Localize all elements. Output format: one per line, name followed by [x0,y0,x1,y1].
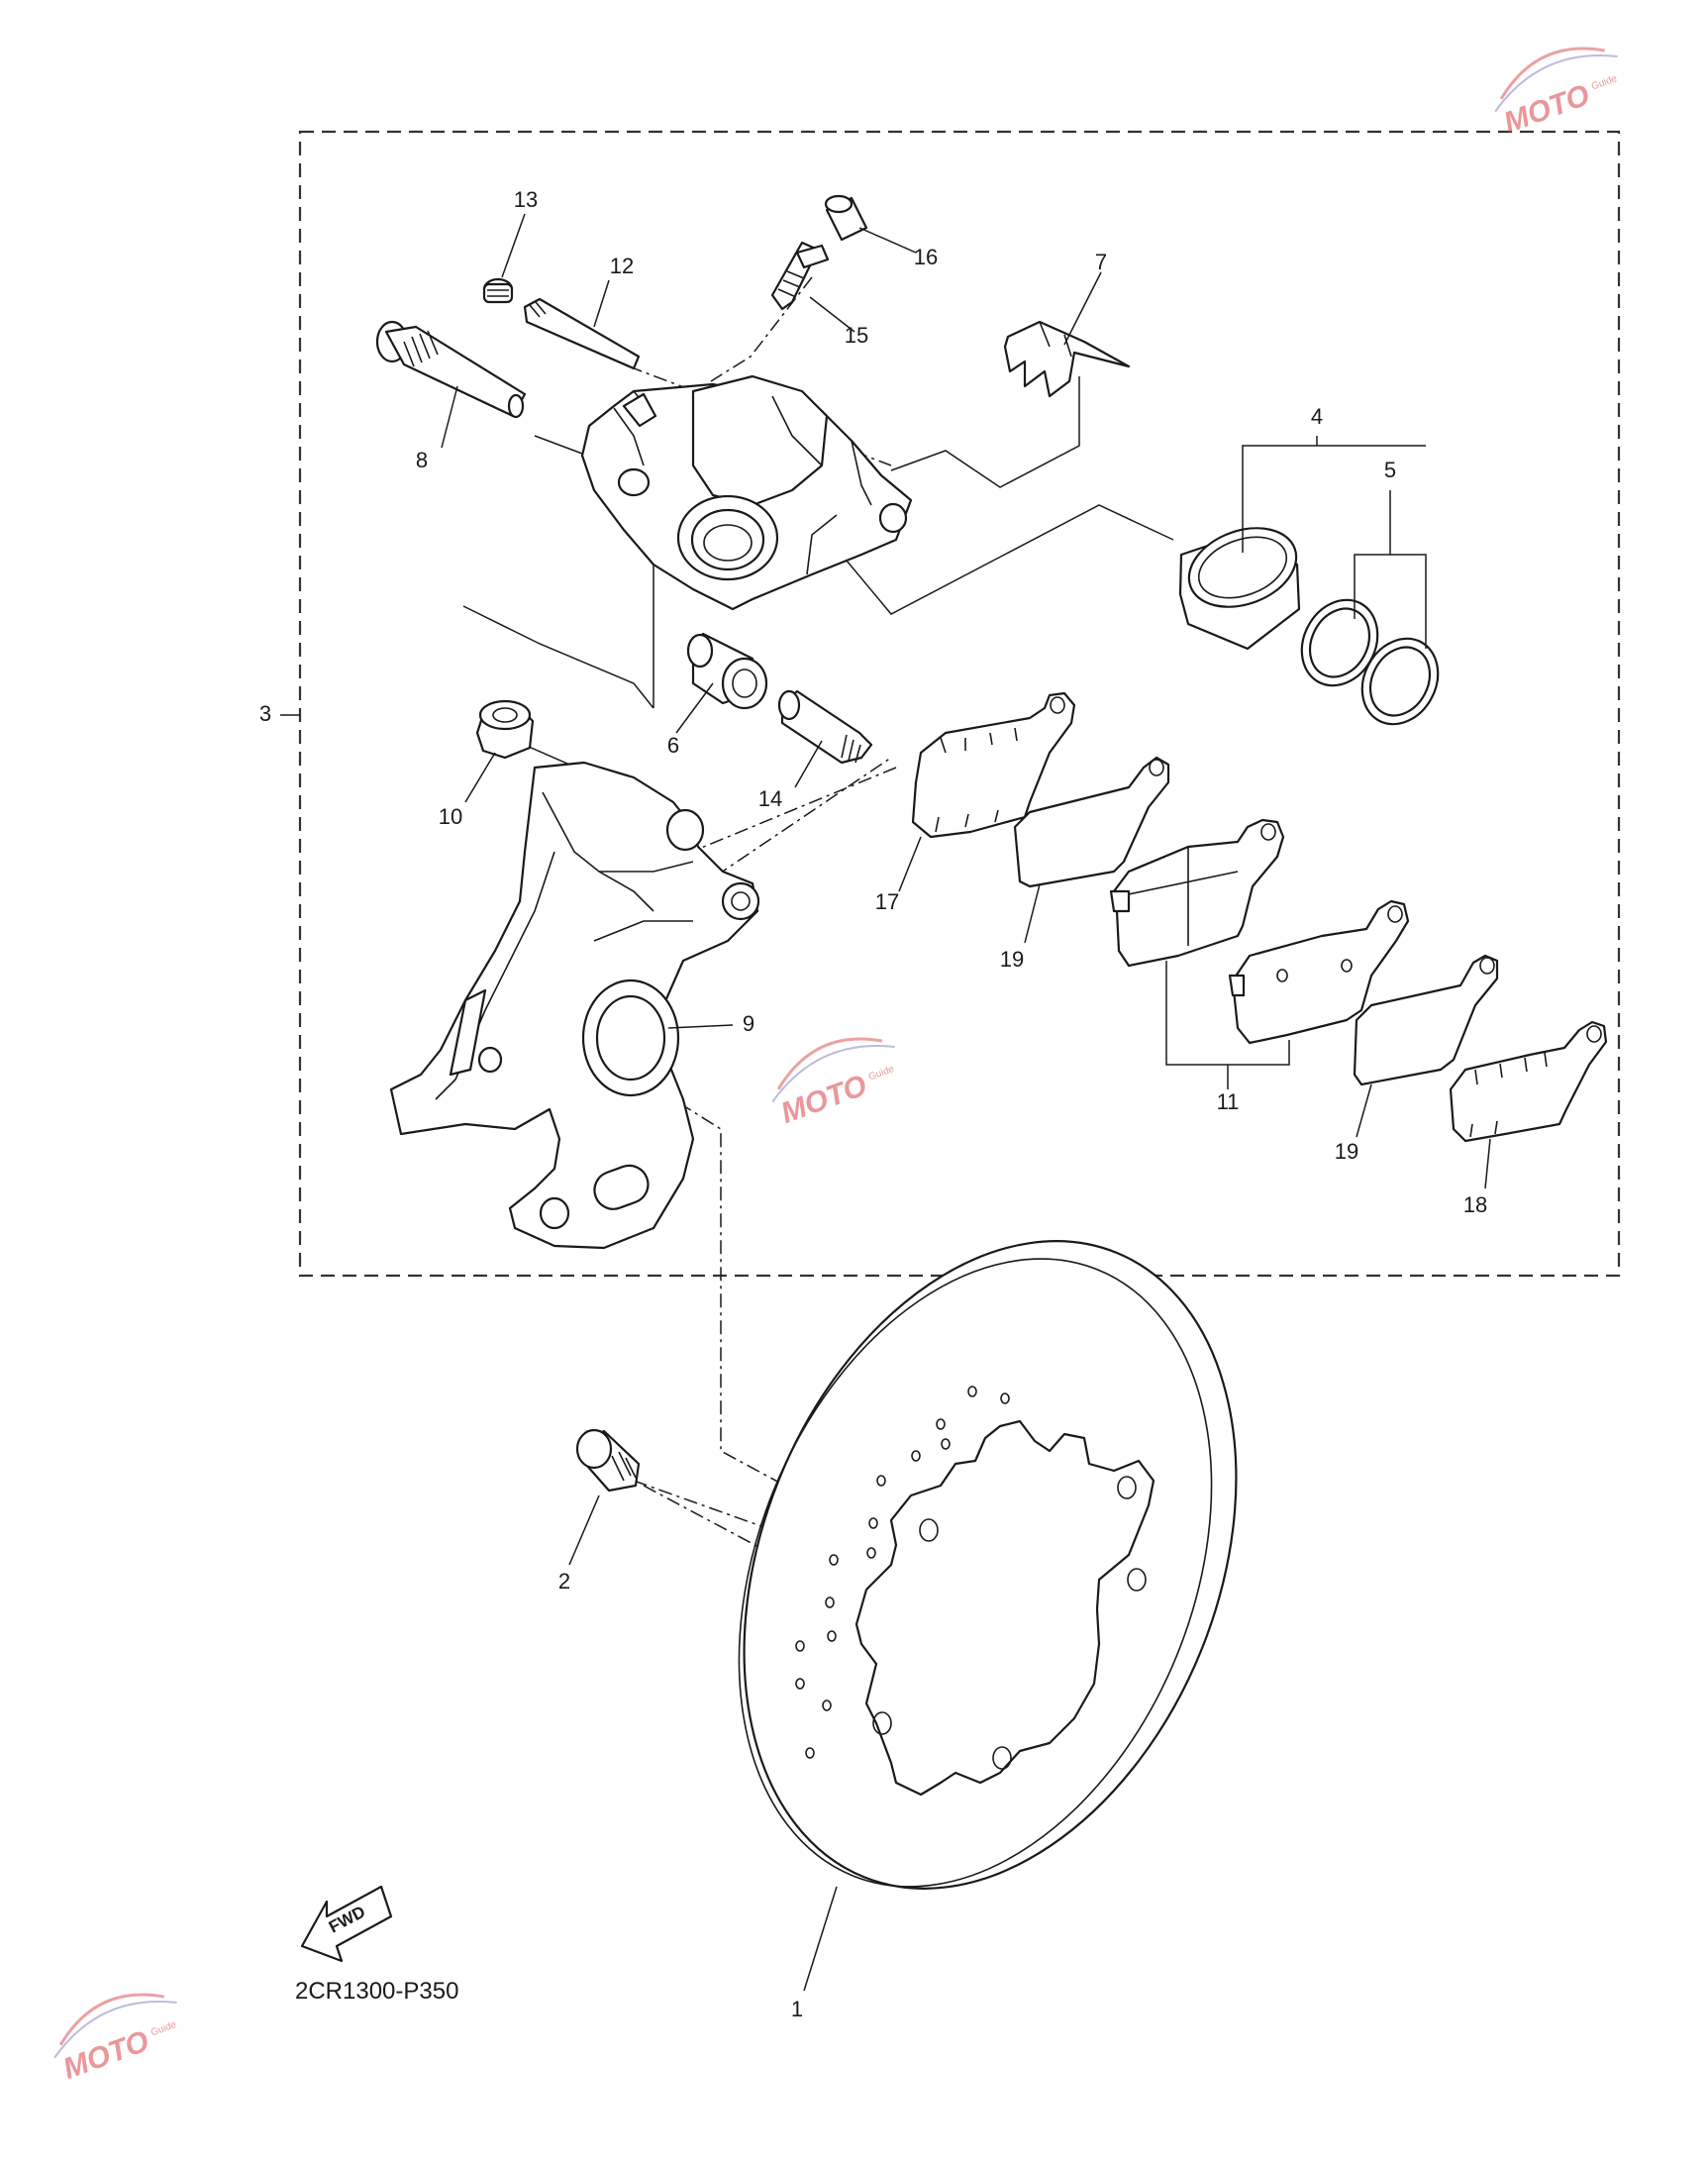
part-4-piston [1178,527,1301,651]
svg-text:MOTO: MOTO [777,1069,871,1130]
part-15-bleeder-screw [770,241,830,311]
part-18-pad-shim [1449,1020,1608,1143]
part-code-label: 2CR1300-P350 [295,1978,458,2005]
forward-arrow-icon: FWD [300,1885,393,1963]
callout-2: 2 [558,1569,570,1594]
part-8-bolt [375,320,527,419]
part-19-lower-shim [1353,954,1499,1086]
callout-4: 4 [1311,404,1323,429]
callout-8: 8 [416,448,428,472]
part-6-bushing [686,632,768,710]
callout-17: 17 [875,889,899,914]
part-7-pad-spring-clip [1003,320,1131,398]
callout-16: 16 [914,245,938,269]
callout-5: 5 [1384,458,1396,482]
caliper-body [580,374,913,611]
svg-text:Guide: Guide [150,2019,178,2039]
callout-18: 18 [1463,1192,1487,1217]
part-19-upper-shim [1013,756,1170,888]
callout-13: 13 [514,187,538,212]
part-1-brake-disc [738,1240,1238,1890]
svg-text:MOTO: MOTO [59,2024,153,2086]
watermark-logo-top-right: MOTO Guide [1494,47,1619,140]
part-10-boot [475,699,535,760]
callout-1: 1 [791,1997,803,2021]
svg-text:MOTO: MOTO [1500,78,1594,140]
callout-3: 3 [259,701,271,726]
callout-11: 11 [1217,1089,1240,1114]
callout-10: 10 [439,804,462,829]
disc-vent-holes [795,1386,1010,1759]
callout-6: 6 [667,733,679,758]
part-11-brake-pad-front [1109,818,1285,968]
watermark-logo-center: MOTO Guide [771,1037,896,1130]
part-5-piston-seals [1300,598,1440,726]
callout-14: 14 [758,786,782,811]
part-2-disc-bolt [575,1428,641,1493]
part-11-brake-pad-rear [1228,899,1410,1045]
part-12-pin [523,297,641,370]
svg-text:Guide: Guide [1590,73,1619,93]
svg-text:Guide: Guide [867,1064,896,1083]
callout-15: 15 [845,323,868,348]
part-16-bleeder-cap [824,194,868,242]
part-17-pad-shim [911,691,1076,839]
callout-19-upper: 19 [1000,947,1024,972]
callout-9: 9 [743,1011,754,1036]
part-13-cap [482,277,514,304]
callout-19-lower: 19 [1335,1139,1358,1164]
callout-7: 7 [1095,250,1107,274]
watermark-logo-bottom-left: MOTO Guide [53,1993,178,2086]
part-9-caliper-bracket [389,761,760,1250]
callout-12: 12 [610,254,634,278]
callout-leaders [441,213,1491,1992]
part-14-slide-pin [777,689,873,765]
